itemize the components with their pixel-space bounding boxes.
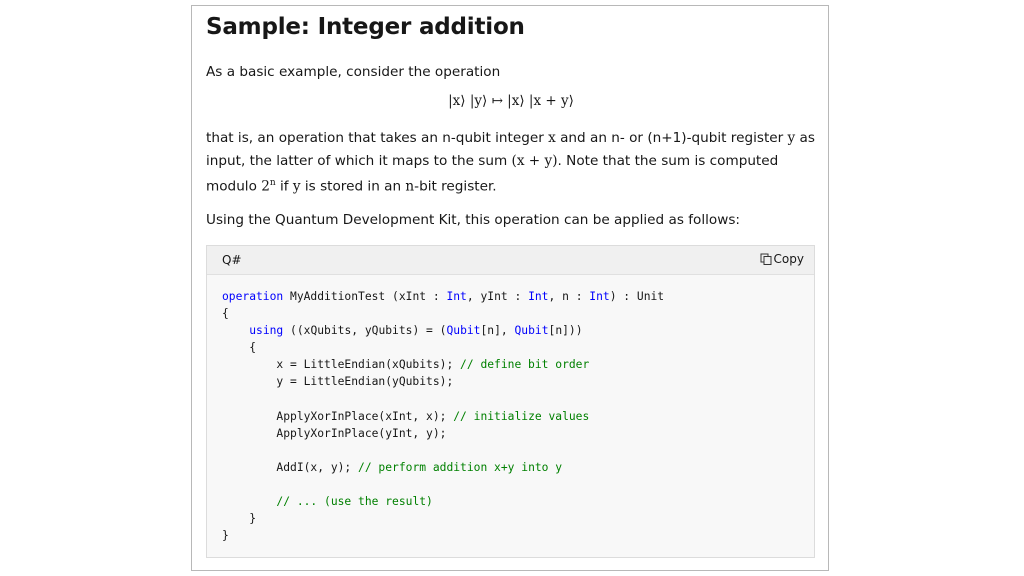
text: if [275,178,293,195]
math-y: y [292,178,301,195]
text: -bit register. [414,178,497,195]
code-text: x = LittleEndian(xQubits); [222,358,461,372]
code-text: { [222,341,257,355]
text: as input, the latter of which it maps to… [206,130,815,169]
code-line: AddI(x, y); // perform addition x+y into… [222,459,664,476]
code-line: using ((xQubits, yQubits) = (Qubit[n], Q… [222,322,664,339]
usage-paragraph: Using the Quantum Development Kit, this … [206,212,740,228]
code-line: { [222,339,664,356]
math-x: x [548,130,556,146]
code-line [222,391,664,408]
code-line: y = LittleEndian(yQubits); [222,373,664,390]
code-keyword: using [249,324,284,338]
code-keyword: Qubit [446,324,481,338]
code-text: [n])) [548,324,583,338]
code-line: ApplyXorInPlace(yInt, y); [222,425,664,442]
code-line [222,442,664,459]
code-text: } [222,529,229,543]
code-comment: // initialize values [453,409,590,423]
code-text: ApplyXorInPlace(yInt, y); [222,426,447,440]
code-comment: // ... (use the result) [276,495,433,509]
code-line: x = LittleEndian(xQubits); // define bit… [222,356,664,373]
code-line [222,476,664,493]
intro-paragraph: As a basic example, consider the operati… [206,64,501,80]
math-n: n [405,178,415,195]
code-comment: // perform addition x+y into y [358,460,563,474]
text: and an n- or (n+1)-qubit register [555,130,788,146]
code-text: ((xQubits, yQubits) = ( [283,324,447,338]
code-keyword: Int [446,290,467,303]
code-line: ApplyXorInPlace(xInt, x); // initialize … [222,408,664,425]
text: that is, an operation that takes an n-qu… [206,130,549,146]
copy-label: Copy [773,252,804,266]
code-text: y = LittleEndian(yQubits); [222,375,454,389]
math-exponent: n [269,178,276,188]
code-text: AddI(x, y); [222,460,359,474]
code-keyword: Int [528,290,549,303]
code-keyword: Int [589,290,610,303]
code-line: { [222,305,664,322]
code-content[interactable]: operation MyAdditionTest (xInt : Int, yI… [222,288,664,544]
code-text [222,324,249,337]
code-line: } [222,510,664,527]
copy-icon [760,253,772,265]
code-block: Q# Copy operation MyAdditionTest (xInt :… [206,245,815,558]
article-frame: Sample: Integer addition As a basic exam… [191,5,829,571]
code-comment: // define bit order [460,358,590,372]
code-text: , yInt : [466,290,529,303]
code-text: ApplyXorInPlace(xInt, x); [222,409,454,423]
code-language-label: Q# [222,253,242,267]
code-header: Q# Copy [207,246,814,275]
code-line: operation MyAdditionTest (xInt : Int, yI… [222,288,664,305]
text: is stored in an [300,178,406,195]
math-two: 2 [261,178,270,195]
text: . Note that the sum is computed modulo [206,152,779,195]
code-text: , n : [548,290,590,303]
code-text: } [222,512,257,526]
code-line: // ... (use the result) [222,493,664,510]
code-keyword: operation [222,290,284,303]
code-text: ) : Unit [609,290,665,303]
code-text [222,495,276,508]
equation: |x⟩ |y⟩ ↦ |x⟩ |x + y⟩ [448,93,574,109]
code-text: [n], [480,324,515,338]
description-paragraph: that is, an operation that takes an n-qu… [206,127,816,198]
code-text: { [222,307,229,321]
code-line: } [222,527,664,544]
copy-button[interactable]: Copy [760,252,804,266]
code-text: MyAdditionTest (xInt : [283,290,447,303]
code-keyword: Qubit [514,324,549,338]
section-heading: Sample: Integer addition [206,14,525,40]
math-sum: (x + y) [511,152,558,169]
math-y: y [787,130,796,146]
